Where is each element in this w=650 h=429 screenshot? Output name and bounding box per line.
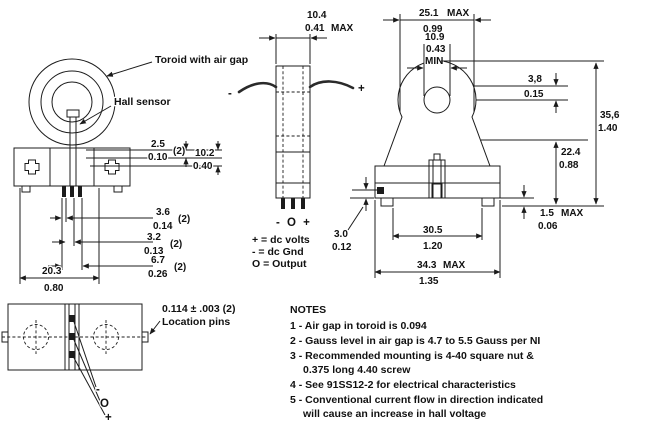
dim-standoff-mm: 1.5 [540, 208, 554, 219]
dim-foot-span-mm: 30.5 [423, 225, 443, 236]
dim-overall-height-in: 1.40 [598, 123, 618, 134]
notes-title: NOTES [290, 304, 326, 316]
dim-pin-pitch-in: 0.10 [148, 152, 168, 163]
location-pin-dimension: 0.114 ± .003 (2) [162, 303, 235, 315]
side-view-dimensions: 10.4 0.41 MAX [259, 9, 355, 64]
lead-plus-label: + [105, 412, 112, 424]
legend-volts: + = dc volts [252, 234, 310, 246]
dim-base-width-in: 1.35 [419, 276, 439, 287]
notes-block: NOTES 1 - Air gap in toroid is 0.094 2 -… [289, 303, 545, 422]
dim-hole-width-in: 0.43 [426, 44, 446, 55]
dim-pin-gap-qty: (2) [170, 239, 182, 250]
location-pins-label: Location pins [162, 316, 230, 328]
dim-pin-gap-mm: 3.2 [147, 232, 161, 243]
note-line: 0.375 long 4.40 screw [303, 364, 411, 376]
dim-pin-spread-in: 0.26 [148, 269, 168, 280]
dim-pin-width-mm: 3.6 [156, 207, 170, 218]
dim-pin-spread-mm: 6.7 [151, 255, 165, 266]
dim-body-height-in: 0.88 [559, 160, 579, 171]
dim-toroid-width-in: 0.99 [423, 24, 443, 35]
lead-output-label: O [100, 398, 109, 410]
dim-standoff-in: 0.06 [538, 221, 558, 232]
dim-overall-height-mm: 35,6 [600, 110, 620, 121]
dim-hole-width-mm: 10.9 [425, 32, 445, 43]
note-line: 2 - Gauss level in air gap is 4.7 to 5.5… [290, 335, 540, 347]
dim-foot-span-in: 1.20 [423, 241, 443, 252]
legend-output: O = Output [252, 258, 307, 270]
note-line: 4 - See 91SS12-2 for electrical characte… [290, 379, 516, 391]
dim-pin-height-in: 0.12 [332, 242, 352, 253]
dim-pin-pitch-mm: 2.5 [151, 139, 165, 150]
wire-plus-label: + [358, 83, 365, 95]
right-view-dimensions: 25.1 MAX 0.99 10.9 0.43 MIN 3,8 0.15 35,… [331, 7, 621, 289]
dim-top-band-mm: 3,8 [528, 74, 542, 85]
dim-edge-offset-mm: 20.3 [42, 266, 62, 277]
wire-minus-label: - [228, 88, 232, 100]
right-view [374, 60, 501, 207]
note-line: 3 - Recommended mounting is 4-40 square … [290, 350, 534, 362]
dim-side-width-max: MAX [331, 23, 354, 34]
dim-body-height-mm: 22.4 [561, 147, 581, 158]
front-view: Toroid with air gap Hall sensor [13, 53, 249, 197]
dim-hole-width-min: MIN [425, 56, 443, 67]
dim-pin-row-span-in: 0.40 [193, 161, 213, 172]
side-view: - + - O + + = dc volts - = dc Gnd O = Ou… [227, 65, 366, 271]
dim-side-width-in: 0.41 [305, 23, 325, 34]
toroid-label: Toroid with air gap [155, 54, 248, 66]
bottom-view: - O + 0.114 ± .003 (2) Location pins [1, 302, 237, 425]
note-line: 5 - Conventional current flow in directi… [290, 394, 543, 406]
dim-edge-offset-in: 0.80 [44, 283, 64, 294]
dim-pin-row-span-mm: 10.2 [195, 148, 215, 159]
dim-pin-gap-in: 0.13 [144, 246, 164, 257]
dim-side-width-mm: 10.4 [307, 10, 327, 21]
lead-minus-label: - [96, 384, 100, 396]
front-view-dimensions: 2.5 0.10 (2) 10.2 0.40 3.6 0.14 (2) 3.2 … [19, 138, 222, 295]
legend-gnd: - = dc Gnd [252, 246, 304, 258]
dim-standoff-max: MAX [561, 208, 584, 219]
note-line: will cause an increase in hall voltage [302, 408, 486, 420]
dim-toroid-width-mm: 25.1 [419, 8, 439, 19]
hall-sensor-label: Hall sensor [114, 96, 171, 108]
pin-row-label: - O + [276, 217, 312, 229]
dim-pin-spread-qty: (2) [174, 262, 186, 273]
dim-base-width-mm: 34.3 [417, 260, 437, 271]
dim-top-band-in: 0.15 [524, 89, 544, 100]
dim-pin-pitch-qty: (2) [173, 146, 185, 157]
note-line: 1 - Air gap in toroid is 0.094 [290, 320, 427, 332]
dim-toroid-width-max: MAX [447, 8, 470, 19]
dim-base-width-max: MAX [443, 260, 466, 271]
dim-pin-width-qty: (2) [178, 214, 190, 225]
dim-pin-width-in: 0.14 [153, 221, 173, 232]
dim-pin-height-mm: 3.0 [334, 229, 348, 240]
